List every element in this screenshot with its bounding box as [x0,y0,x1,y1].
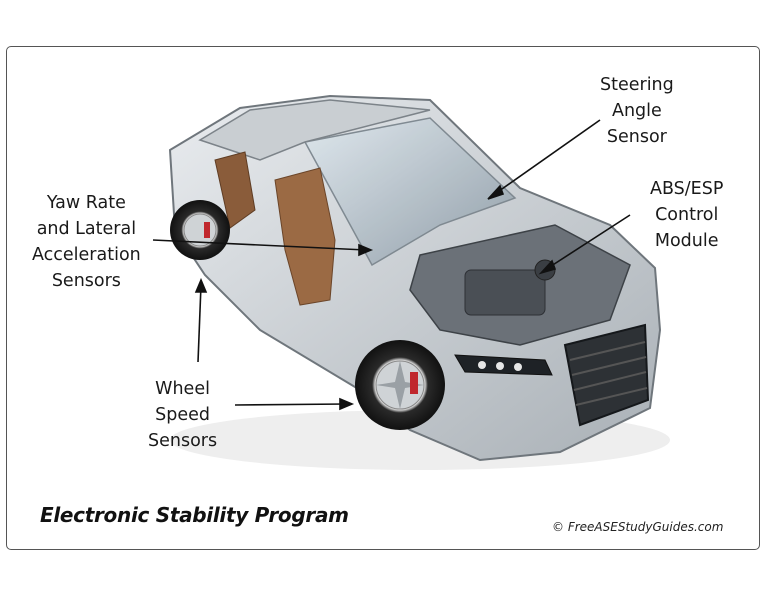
arrow-wheel-right [234,403,348,406]
label-steering-angle-sensor: Steering Angle Sensor [600,75,674,147]
copyright-credit: © FreeASEStudyGuides.com [552,520,724,534]
label-abs-esp-control-module: ABS/ESP Control Module [650,179,724,251]
arrow-abs [544,214,631,271]
arrow-steering [491,119,601,197]
front-grille [563,323,650,427]
arrow-wheel-up [197,284,202,363]
rear-seat [214,151,256,229]
front-seat [274,167,336,306]
engine-block [464,269,546,316]
label-wheel-speed-sensors: Wheel Speed Sensors [148,379,218,451]
label-yaw-rate-sensors: Yaw Rate and Lateral Acceleration Sensor… [32,193,141,291]
windshield [303,117,517,267]
diagram-title: Electronic Stability Program [40,503,349,527]
roof-frame [198,99,431,161]
arrow-yaw [152,239,367,251]
